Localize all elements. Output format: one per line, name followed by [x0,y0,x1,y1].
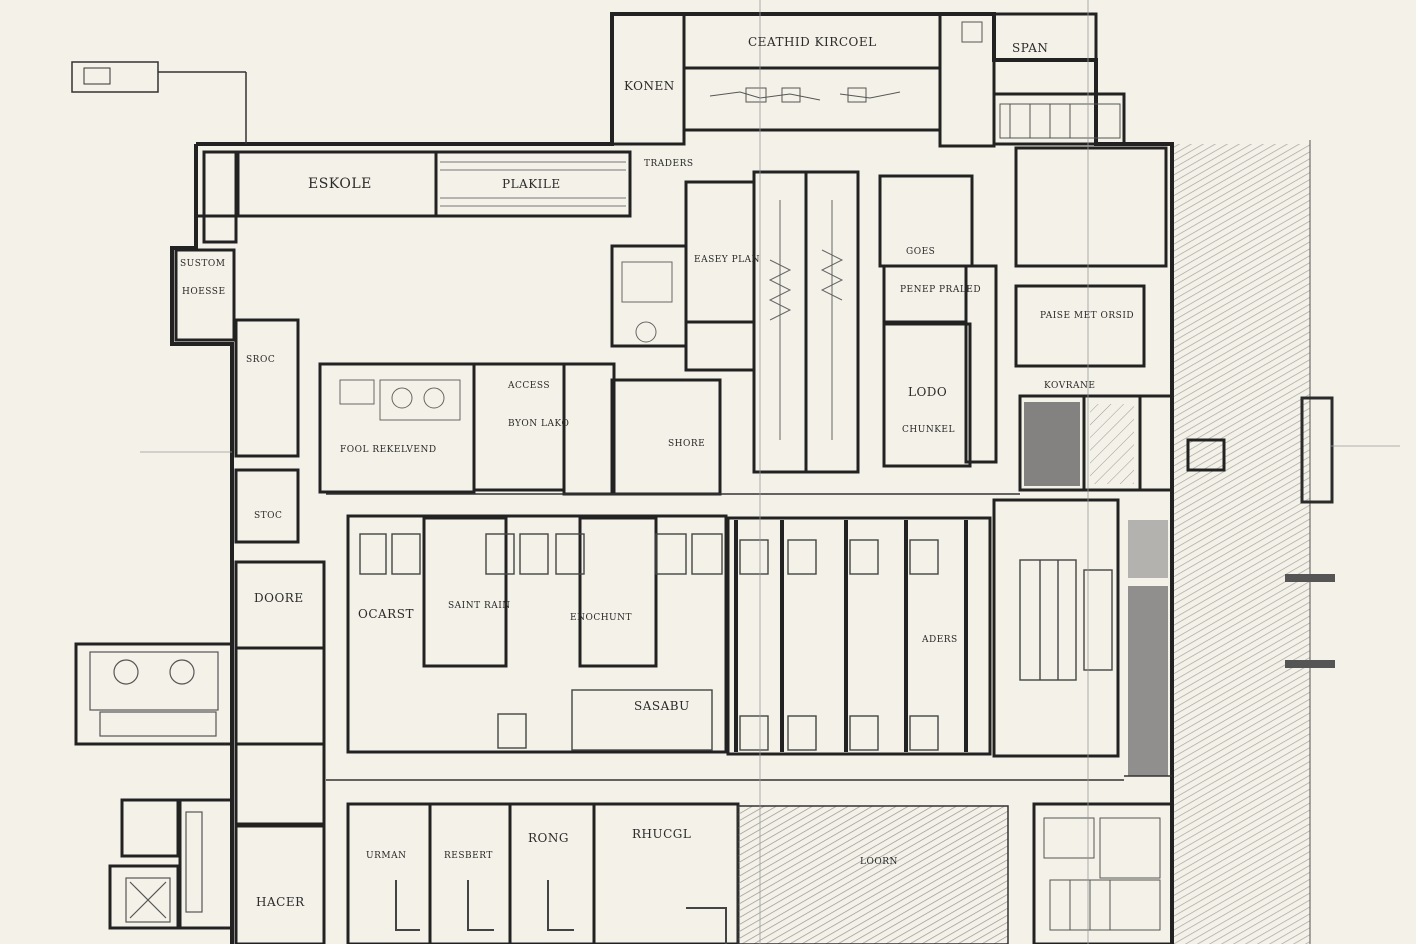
label-occast: OCARST [358,607,414,621]
label-enochunt: ENOCHUNT [570,613,632,623]
yard-hatched [737,805,1009,944]
middle-band-cells [359,533,1113,751]
label-eskole: ESKOLE [308,176,372,192]
label-doore: DOORE [254,591,304,605]
label-kovrane: KOVRANE [1044,381,1095,391]
plakile-stripes [440,161,626,207]
detached-shed [71,61,247,144]
central-upper-rooms [318,170,998,496]
bottom-right-fixtures [1043,817,1161,931]
label-kohen: KONEN [624,79,675,93]
label-aders: ADERS [921,635,958,645]
label-rong: RONG [528,831,569,845]
central-fixtures [339,200,844,440]
label-shore: SHORE [668,439,705,449]
label-loorn: LOORN [860,857,898,867]
label-goes: GOES [906,247,935,257]
label-fool-rekelvend: FOOL REKELVEND [340,445,437,455]
label-byon-lako: BYON LAKO [508,419,569,429]
label-paise-met-orsid: PAISE MET ORSID [1040,311,1134,321]
label-plakile: PLAKILE [502,177,561,191]
top-block [610,12,1126,148]
label-span: SPAN [1012,41,1048,55]
label-sustom: SUSTOM [180,259,226,269]
label-access: ACCESS [507,381,550,391]
label-easy-plan: EASEY PLAN [694,255,760,265]
exterior-hatched-zone [1170,140,1335,944]
label-resbert: RESBERT [444,851,493,861]
corridors [326,493,1172,781]
label-sasabu: SASABU [634,699,690,713]
west-annex [74,642,234,930]
middle-band [346,498,1120,758]
dark-service-blocks [1024,402,1168,776]
label-stoc: STOC [254,511,282,521]
label-rhugel: RHUCGL [632,827,691,841]
bottom-band-doors [395,880,727,944]
room-labels: CEATHID KIRCOEL KONEN SPAN ESKOLE PLAKIL… [180,35,1134,909]
upper-left-band [196,150,632,244]
label-hacer: HACER [256,895,305,909]
label-chunkel: CHUNKEL [902,425,955,435]
site-lines [140,0,1400,944]
label-hoesse: HOESSE [182,287,226,297]
middle-band-partitions [734,520,968,752]
label-sroc: SROC [246,355,275,365]
right-upper-rooms [1014,146,1226,492]
label-pener-fraled: PENEP PRALED [900,285,981,295]
bottom-band [346,802,1174,944]
west-annex-fixtures [89,651,219,923]
label-centro-kircoel: CEATHID KIRCOEL [748,35,877,49]
label-lodo: LODO [908,385,947,399]
label-urman: URMAN [366,851,406,861]
left-side-rooms [174,248,326,944]
label-saint-rain: SAINT RAIN [448,601,511,611]
label-traders: TRADERS [644,159,694,169]
